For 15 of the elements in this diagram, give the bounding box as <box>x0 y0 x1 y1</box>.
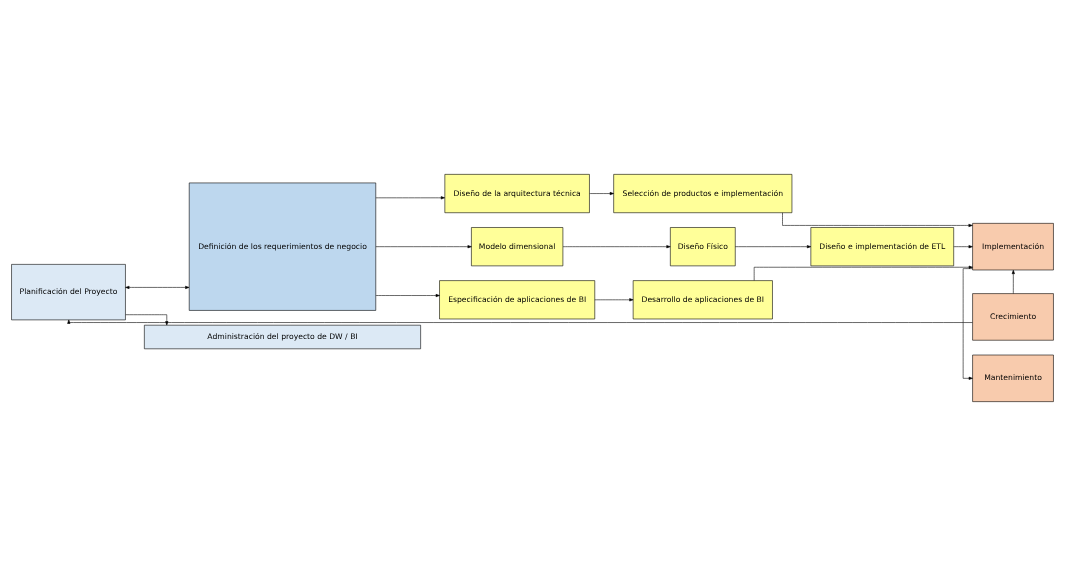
arrow <box>782 212 973 227</box>
arrow <box>375 244 472 248</box>
arrow <box>594 297 634 301</box>
arrow <box>589 191 614 195</box>
arrow <box>562 244 671 248</box>
arrow <box>375 195 445 199</box>
arrow <box>67 319 973 324</box>
arrow <box>375 293 440 297</box>
arrow <box>125 285 190 289</box>
arrow <box>962 267 973 380</box>
arrow <box>1011 269 1015 294</box>
arrow <box>125 313 169 325</box>
arrow <box>953 244 973 248</box>
arrow <box>753 265 973 281</box>
arrow <box>735 244 812 248</box>
